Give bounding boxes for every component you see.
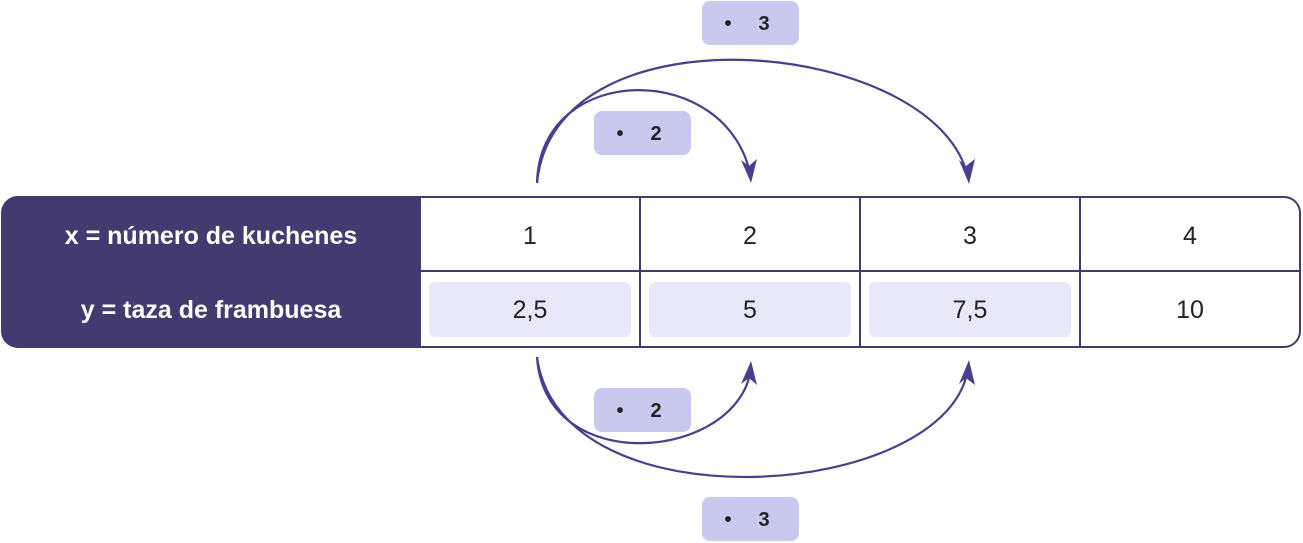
row-label-x: x = número de kuchenes — [65, 222, 357, 250]
x-value-cell: 2 — [743, 222, 757, 250]
highlight-cell — [649, 282, 851, 337]
arrows-layer — [535, 58, 975, 479]
badge-factor: 2 — [650, 400, 661, 422]
arrowhead-top-large-icon — [959, 159, 975, 184]
badge-dot: • — [616, 400, 623, 422]
badge-bottom-small: • 2 — [594, 388, 691, 432]
highlight-cell — [869, 282, 1071, 337]
badge-bottom-large: • 3 — [702, 497, 799, 541]
arrow-bottom-small — [535, 356, 753, 445]
y-value-cell: 10 — [1176, 296, 1204, 324]
arrow-top-small — [535, 89, 753, 184]
arrowhead-top-small-icon — [741, 159, 757, 183]
badge-top-small: • 2 — [594, 111, 691, 155]
arrowhead-bottom-large-icon — [959, 360, 975, 385]
badge-factor: 3 — [758, 509, 769, 531]
y-value-cell: 7,5 — [953, 296, 988, 324]
x-value-cell: 3 — [963, 222, 977, 250]
arrowhead-bottom-small-icon — [741, 361, 757, 385]
arrow-bottom-large — [535, 356, 970, 479]
values-table: x = número de kuchenes y = taza de framb… — [1, 196, 1301, 348]
table-border — [1, 196, 1301, 348]
x-value-cell: 4 — [1183, 222, 1197, 250]
arrow-top-large — [535, 58, 970, 184]
row-label-y: y = taza de frambuesa — [81, 296, 343, 324]
y-value-cell: 2,5 — [513, 296, 548, 324]
badge-top-large: • 3 — [702, 1, 799, 45]
highlight-cell — [429, 282, 631, 337]
badge-dot: • — [724, 13, 731, 35]
badge-factor: 2 — [650, 123, 661, 145]
x-value-cell: 1 — [523, 222, 537, 250]
badge-factor: 3 — [758, 13, 769, 35]
badge-dot: • — [724, 509, 731, 531]
y-value-cell: 5 — [743, 296, 757, 324]
badge-dot: • — [616, 123, 623, 145]
